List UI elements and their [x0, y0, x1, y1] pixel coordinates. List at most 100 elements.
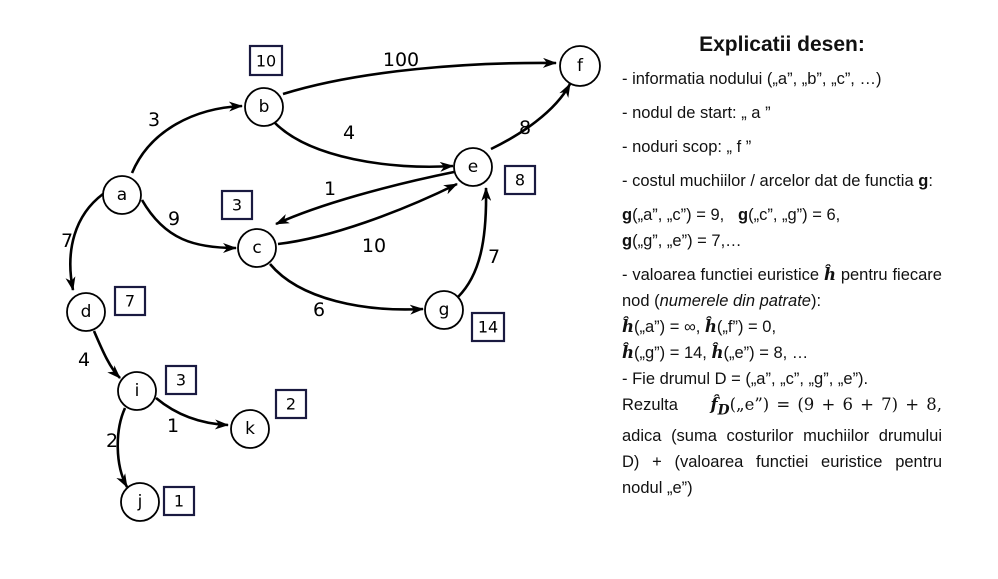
- heuristic-value-j: 1: [174, 492, 184, 511]
- heuristic-value-e: 8: [515, 171, 525, 190]
- g-value-3: („g”, „e”) = 7,…: [632, 232, 742, 250]
- edge-c-e: [277, 182, 458, 246]
- node-g-circle: [424, 290, 464, 330]
- g-symbol-1: g: [622, 206, 633, 224]
- node-c-label: c: [252, 238, 261, 258]
- node-d-label: d: [81, 302, 92, 322]
- heuristic-value-d: 7: [125, 292, 135, 311]
- weight-c-e: 10: [362, 235, 386, 257]
- path-definition: - Fie drumul D = („a”, „c”, „g”, „e”).: [622, 370, 869, 388]
- edge-c-g: [269, 263, 424, 315]
- h-symbol-e: ĥ: [711, 343, 724, 362]
- result-word: Rezulta: [622, 396, 678, 414]
- node-a: a: [102, 175, 142, 215]
- heuristic-box-i: 3: [164, 364, 198, 396]
- node-g-label: g: [439, 300, 450, 320]
- edge-a-c: [140, 199, 237, 253]
- weight-a-d: 7: [61, 230, 73, 252]
- node-i-label: i: [135, 381, 140, 401]
- node-f-circle: [559, 45, 601, 87]
- node-g: g: [424, 290, 464, 330]
- node-e: e: [453, 147, 493, 187]
- g-symbol-2: g: [738, 206, 749, 224]
- node-j: j: [120, 482, 160, 522]
- weight-g-e: 7: [488, 246, 500, 268]
- node-e-circle: [453, 147, 493, 187]
- weight-a-c: 9: [168, 208, 180, 230]
- node-b-circle: [244, 87, 284, 127]
- weight-e-f: 8: [519, 117, 531, 139]
- node-i-circle: [117, 371, 157, 411]
- heuristic-box-b: 10: [248, 44, 284, 77]
- edge-i-j: [116, 407, 129, 488]
- h-symbol: ĥ: [823, 265, 836, 284]
- weight-a-b: 3: [148, 109, 160, 131]
- explanation-panel: Explicatii desen: - informatia nodului (…: [622, 32, 942, 509]
- explanation-cost-examples: g(„a”, „c”) = 9, g(„c”, „g”) = 6, g(„g”,…: [622, 202, 942, 254]
- h-intro-c: ):: [810, 292, 822, 310]
- heuristic-box-k: 2: [274, 388, 308, 420]
- search-graph-diagram: 3 100 4 8 1 10 9 6 7 7 4 1 2 a b c d e f…: [61, 44, 601, 522]
- explanation-start-node: - nodul de start: „ a ”: [622, 104, 771, 122]
- heuristic-value-c: 3: [232, 196, 242, 215]
- f-subscript: D: [717, 402, 730, 419]
- explanation-heuristic: - valoarea functiei euristice ĥ pentru f…: [622, 262, 942, 501]
- heuristic-value-k: 2: [286, 395, 296, 414]
- node-f-label: f: [577, 56, 584, 76]
- h-value-e: („e”) = 8, …: [723, 344, 809, 362]
- node-a-label: a: [117, 185, 127, 205]
- node-e-label: e: [468, 157, 478, 177]
- explanation-cost-function: - costul muchiilor / arcelor dat de func…: [622, 168, 942, 194]
- node-i: i: [117, 371, 157, 411]
- weight-c-g: 6: [313, 299, 325, 321]
- weight-e-c: 1: [324, 178, 336, 200]
- weight-d-i: 4: [78, 349, 90, 371]
- f-expression: („e”) = (9 + 6 + 7) + 8,: [729, 395, 943, 414]
- node-c: c: [237, 228, 277, 268]
- explanation-title: Explicatii desen:: [699, 33, 865, 56]
- g-symbol-3: g: [622, 232, 633, 250]
- node-j-label: j: [137, 492, 143, 512]
- node-c-circle: [237, 228, 277, 268]
- g-value-1: („a”, „c”) = 9,: [632, 206, 725, 224]
- node-a-circle: [102, 175, 142, 215]
- explanation-node-info: - informatia nodului („a”, „b”, „c”, …): [622, 70, 882, 88]
- weight-b-f: 100: [383, 49, 419, 71]
- edge-a-d: [65, 192, 104, 291]
- heuristic-box-g: 14: [470, 311, 506, 343]
- explanation-goal-nodes: - noduri scop: „ f ”: [622, 138, 752, 156]
- node-b: b: [244, 87, 284, 127]
- cost-g-symbol: g: [918, 172, 929, 190]
- h-intro-a: - valoarea functiei euristice: [622, 266, 824, 284]
- h-value-f: („f”) = 0,: [716, 318, 777, 336]
- h-symbol-f: ĥ: [704, 317, 717, 336]
- weight-i-j: 2: [106, 430, 118, 452]
- heuristic-box-c: 3: [220, 189, 254, 221]
- h-intro-b: pentru fiecare nod (: [622, 266, 942, 310]
- node-d-circle: [66, 292, 106, 332]
- node-k-circle: [230, 409, 270, 449]
- h-value-a: („a”) = ∞,: [634, 318, 701, 336]
- edge-g-e: [457, 187, 492, 298]
- result-explanation: adica (suma costurilor muchiilor drumulu…: [622, 427, 942, 498]
- edge-b-e: [274, 122, 454, 172]
- edge-b-f: [282, 57, 557, 96]
- node-f: f: [559, 45, 601, 87]
- cost-text: - costul muchiilor / arcelor dat de func…: [622, 172, 919, 190]
- node-d: d: [66, 292, 106, 332]
- edge-a-b: [130, 101, 243, 174]
- h-intro-italic: numerele din patrate: [659, 292, 811, 310]
- heuristic-box-d: 7: [113, 285, 147, 317]
- heuristic-box-j: 1: [162, 485, 196, 517]
- weight-i-k: 1: [167, 415, 179, 437]
- heuristic-value-b: 10: [256, 52, 276, 71]
- node-b-label: b: [259, 97, 270, 117]
- edge-e-c: [275, 170, 455, 226]
- edge-e-f: [490, 83, 572, 151]
- node-k-label: k: [245, 419, 255, 439]
- heuristic-box-e: 8: [503, 164, 537, 196]
- edge-d-i: [92, 330, 121, 379]
- node-k: k: [230, 409, 270, 449]
- cost-colon: :: [928, 172, 933, 190]
- h-symbol-a: ĥ: [622, 317, 634, 336]
